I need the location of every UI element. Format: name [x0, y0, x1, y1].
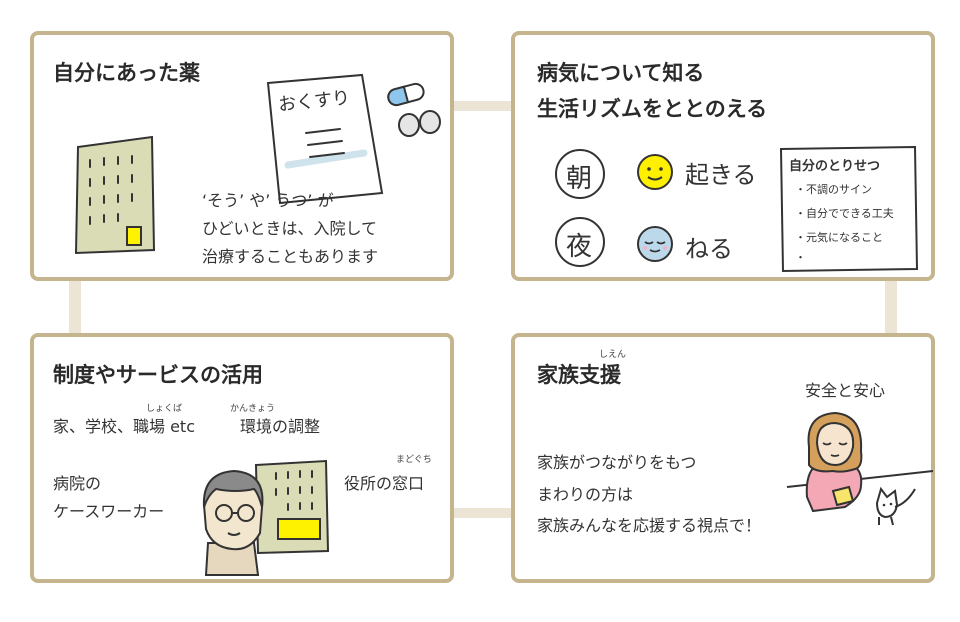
hospital-line-2: ケースワーカー	[53, 502, 165, 521]
environment-adjust: 環境の調整	[240, 417, 321, 436]
safety-label: 安全と安心	[805, 381, 886, 400]
family-card: しえん 家族支援 安全と安心 家族がつながりをもつ まわりの方は 家族みんなを応…	[511, 333, 935, 583]
family-title: 家族支援	[537, 363, 621, 387]
note-item-3: ・元気になること	[795, 231, 883, 244]
system-title: 制度やサービスの活用	[53, 363, 263, 387]
medicine-card: 自分にあった薬 おくすり ‘そう’ や’ うつ’ が ひどいときは、入院して 治…	[30, 31, 454, 281]
ruby-kankyou: かんきょう	[230, 404, 276, 414]
self-manual-note	[779, 145, 919, 273]
government-office-window: 役所の窓口	[344, 474, 425, 493]
awake-face-icon	[637, 154, 673, 190]
note-item-2: ・自分でできる工夫	[795, 207, 894, 220]
environment-line: 家、学校、職場 etc	[53, 417, 196, 436]
note-title: 自分のとりせつ	[789, 159, 881, 174]
ruby-shokuba: しょくば	[146, 404, 183, 414]
ruby-madoguchi: まどぐち	[396, 455, 432, 465]
medicine-body-line-3: 治療することもあります	[202, 247, 379, 266]
rhythm-card: 病気について知る 生活リズムをととのえる 朝 夜 起きる ねる 自分のとりせつ …	[511, 31, 935, 281]
ruby-shien: しえん	[599, 350, 627, 360]
pills-illustration	[387, 82, 441, 137]
morning-kanji: 朝	[566, 164, 593, 194]
family-body-line-3: 家族みんなを応援する視点で！	[537, 516, 762, 535]
medicine-paper-illustration	[266, 73, 384, 205]
connector-bottom	[450, 508, 514, 518]
night-kanji: 夜	[566, 232, 593, 262]
system-card: 制度やサービスの活用 しょくば かんきょう 家、学校、職場 etc 環境の調整 …	[30, 333, 454, 583]
medicine-body-line-2: ひどいときは、入院して	[202, 219, 378, 238]
connector-right	[885, 280, 897, 334]
sleeping-face-icon	[637, 226, 673, 262]
family-body-line-2: まわりの方は	[537, 485, 634, 504]
connector-top	[450, 101, 514, 111]
rhythm-title-line-2: 生活リズムをととのえる	[537, 97, 768, 121]
note-item-1: ・不調のサイン	[795, 183, 872, 196]
hospital-line-1: 病院の	[53, 474, 102, 493]
note-item-4: ・	[795, 251, 806, 264]
sleep-text: ねる	[685, 235, 733, 263]
connector-left	[69, 280, 81, 334]
medicine-title: 自分にあった薬	[53, 61, 200, 85]
woman-illustration	[786, 411, 934, 526]
wake-text: 起きる	[685, 161, 757, 189]
rhythm-title-line-1: 病気について知る	[537, 61, 705, 85]
morning-circle	[555, 149, 605, 199]
family-body-line-1: 家族がつながりをもつ	[537, 453, 697, 472]
night-circle	[555, 217, 605, 267]
medicine-body-line-1: ‘そう’ や’ うつ’ が	[202, 191, 334, 210]
building-illustration	[74, 135, 156, 255]
caseworker-illustration	[202, 469, 264, 576]
